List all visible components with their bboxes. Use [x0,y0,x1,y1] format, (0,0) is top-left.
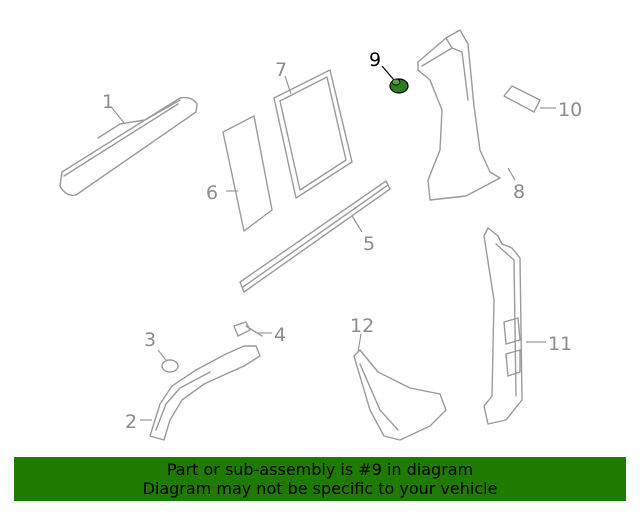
part-info-banner: Part or sub-assembly is #9 in diagram Di… [14,457,626,501]
callout-9: 9 [369,49,381,71]
part-9-clip: 9 [369,49,409,94]
callout-6: 6 [206,182,218,204]
callout-1: 1 [102,91,114,113]
part-6-panel: 6 [206,115,273,232]
callout-8: 8 [513,181,525,203]
callout-12: 12 [350,315,374,337]
part-10-strip: 10 [503,85,582,121]
callout-3: 3 [144,329,156,351]
banner-line-2: Diagram may not be specific to your vehi… [142,479,498,498]
part-12-mud-flap: 12 [350,315,447,441]
part-5-moulding: 5 [239,180,391,293]
part-3-plug: 3 [144,329,179,373]
callout-10: 10 [558,99,582,121]
callout-11: 11 [548,333,572,355]
callout-5: 5 [363,233,375,255]
callout-2: 2 [125,411,137,433]
callout-7: 7 [275,59,287,81]
parts-diagram: 1 6 7 5 8 9 10 [59,29,582,441]
part-1-sill-plate: 1 [59,91,198,196]
callout-4: 4 [274,324,286,346]
part-4-screw: 4 [233,321,286,346]
part-2-arch-moulding: 2 [125,345,261,441]
part-7-glass: 7 [273,59,353,199]
part-11-side-trim: 11 [483,227,572,425]
part-8-pillar-trim: 8 [417,29,525,203]
banner-line-1: Part or sub-assembly is #9 in diagram [166,460,474,479]
